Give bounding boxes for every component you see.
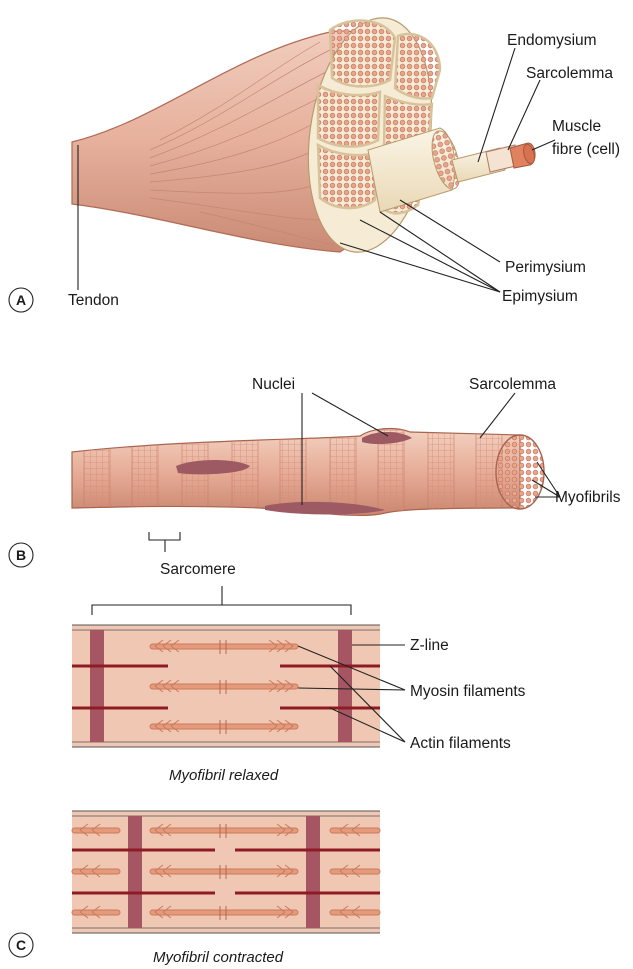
panel-b-letter: B: [16, 547, 26, 563]
label-endomysium: Endomysium: [507, 32, 597, 49]
myofibril-contracted: [72, 811, 380, 933]
label-muscle-fibre-1: Muscle: [552, 118, 601, 135]
label-epimysium: Epimysium: [502, 288, 578, 305]
label-myosin-filaments: Myosin filaments: [410, 683, 526, 700]
label-perimysium: Perimysium: [505, 259, 586, 276]
caption-contracted: Myofibril contracted: [153, 949, 284, 966]
panel-c-letter: C: [16, 937, 26, 953]
fibre-end-cap: [496, 435, 544, 509]
z-line-contracted-left: [128, 816, 142, 928]
z-line-contracted-right: [306, 816, 320, 928]
label-tendon: Tendon: [68, 292, 119, 309]
myofibril-relaxed: [72, 625, 380, 747]
panel-a-letter: A: [16, 292, 26, 308]
label-actin-filaments: Actin filaments: [410, 735, 511, 752]
z-line-left: [90, 630, 104, 742]
panel-b: Nuclei Sarcolemma Myofibrils Sarcomere B: [9, 376, 621, 578]
label-myofibrils: Myofibrils: [555, 489, 621, 506]
label-sarcomere: Sarcomere: [160, 561, 236, 578]
panel-c: Z-line Myosin filaments Actin filaments …: [9, 586, 526, 966]
label-nuclei: Nuclei: [252, 376, 295, 393]
caption-relaxed: Myofibril relaxed: [169, 767, 279, 784]
label-muscle-fibre-2: fibre (cell): [552, 141, 620, 158]
label-sarcolemma-b: Sarcolemma: [469, 376, 556, 393]
label-sarcolemma-a: Sarcolemma: [526, 65, 613, 82]
label-z-line: Z-line: [410, 637, 449, 654]
panel-a: Endomysium Sarcolemma Muscle fibre (cell…: [9, 10, 620, 312]
